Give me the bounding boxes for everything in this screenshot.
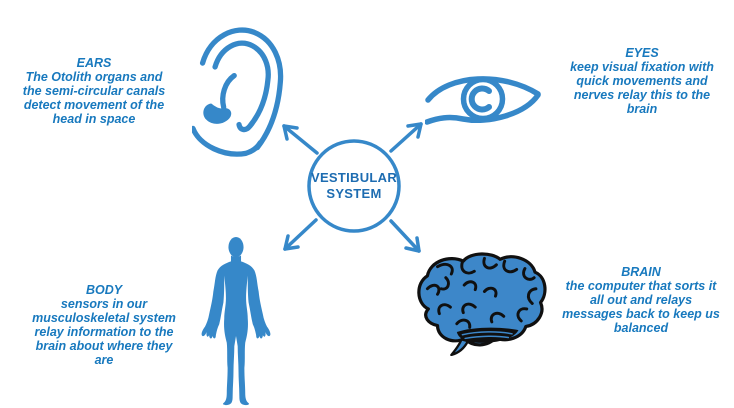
ear-icon <box>192 27 284 157</box>
arrow-to-ear <box>282 124 319 155</box>
arrow-to-brain <box>389 219 421 253</box>
eyes-description: EYES keep visual fixation with quick mov… <box>566 46 718 116</box>
arrow-to-eye <box>389 122 423 153</box>
body-heading: BODY <box>85 283 123 297</box>
hub-circle <box>307 139 401 233</box>
brain-heading: BRAIN <box>621 265 661 279</box>
body-icon <box>201 237 271 406</box>
ears-heading: EARS <box>76 56 112 70</box>
eye-icon <box>425 76 541 125</box>
vestibular-hub-arrows <box>282 122 423 253</box>
arrow-to-body <box>283 218 318 251</box>
eyes-heading: EYES <box>625 46 659 60</box>
brain-icon <box>417 252 547 356</box>
body-description: BODY sensors in our musculoskeletal syst… <box>28 283 180 367</box>
brain-description: BRAIN the computer that sorts it all out… <box>562 265 720 335</box>
ears-description: EARS The Otolith organs and the semi-cir… <box>14 56 174 126</box>
vestibular-system-label: VESTIBULAR SYSTEM <box>310 170 398 201</box>
